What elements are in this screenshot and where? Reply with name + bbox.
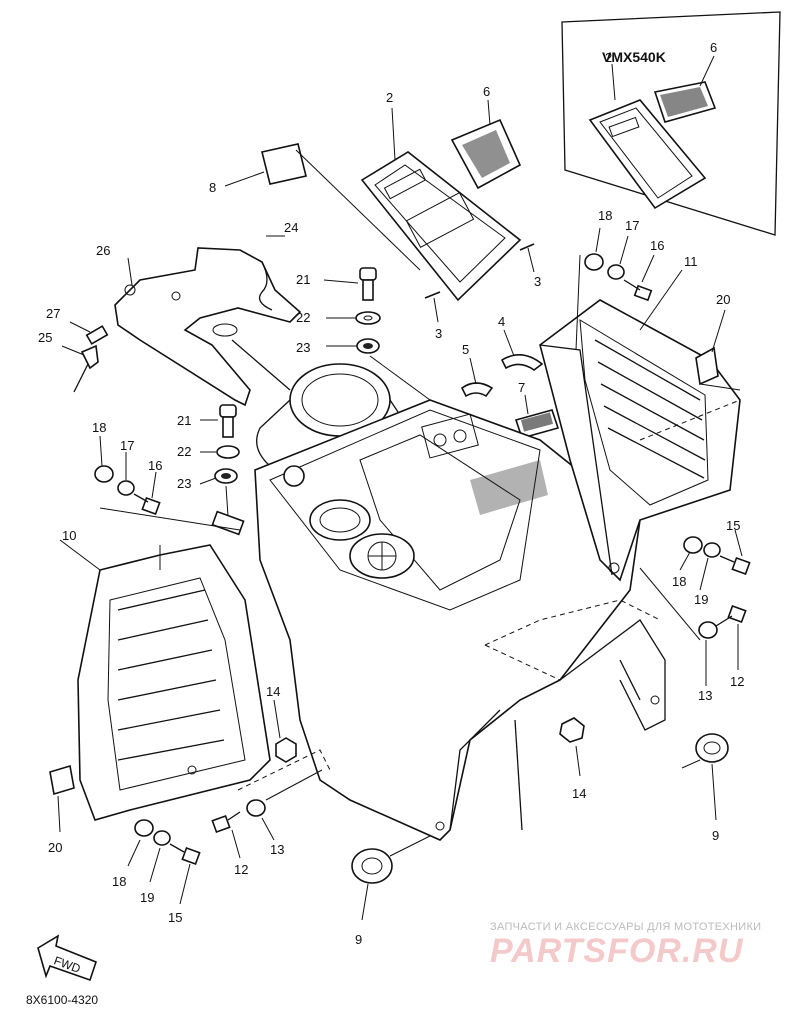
part-emblem-6: [450, 99, 522, 190]
callout-22: 22: [177, 444, 191, 459]
callout-16: 16: [650, 238, 664, 253]
callout-4: 4: [498, 314, 505, 329]
callout-7: 7: [518, 380, 525, 395]
drawing-code: 8X6100-4320: [26, 993, 98, 1007]
part-fasteners-right-lower: [679, 529, 751, 591]
callout-17: 17: [625, 218, 639, 233]
part-side-panel-10: [59, 507, 271, 821]
callout-18: 18: [672, 574, 686, 589]
part-grommet-9-right: [681, 733, 729, 821]
part-pins-3: [424, 243, 535, 323]
callout-23: 23: [296, 340, 310, 355]
callout-labels: 2 6 2 6 8 3 3 24 26 21 22 23 4 5 7 27 25…: [38, 40, 744, 947]
callout-15: 15: [726, 518, 740, 533]
callout-24: 24: [284, 220, 298, 235]
variant-inset: VMX540K: [561, 11, 781, 236]
callout-12: 12: [730, 674, 744, 689]
callout-5: 5: [462, 342, 469, 357]
vent-slats-right: [594, 339, 706, 479]
part-clip-4: [500, 329, 544, 371]
vent-slats-left: [117, 589, 225, 761]
callout-15: 15: [168, 910, 182, 925]
callout-18: 18: [92, 420, 106, 435]
callout-19: 19: [694, 592, 708, 607]
callout-2: 2: [386, 90, 393, 105]
part-console-body: [237, 363, 666, 841]
part-side-panel-11: [539, 254, 741, 641]
part-fasteners-right-12-13: [698, 604, 747, 686]
part-fasteners-left-upper: [94, 435, 161, 516]
callout-14: 14: [266, 684, 280, 699]
callout-21: 21: [296, 272, 310, 287]
callout-20: 20: [716, 292, 730, 307]
callout-16: 16: [148, 458, 162, 473]
callout-3: 3: [534, 274, 541, 289]
part-nut-14-right: [559, 717, 585, 777]
watermark-logo: PARTSFOR.RU: [490, 932, 744, 970]
part-screw-set-upper: [323, 267, 431, 401]
callout-19: 19: [140, 890, 154, 905]
callout-14: 14: [572, 786, 586, 801]
part-bolt-27: [69, 321, 109, 345]
callout-6: 6: [483, 84, 490, 99]
callout-12: 12: [234, 862, 248, 877]
callout-10: 10: [62, 528, 76, 543]
part-fastener-25: [61, 344, 99, 393]
callout-13: 13: [270, 842, 284, 857]
part-label-8: [224, 143, 421, 271]
fwd-arrow: FWD: [37, 934, 97, 982]
callout-22: 22: [296, 310, 310, 325]
callout-20: 20: [48, 840, 62, 855]
variant-label: VMX540K: [602, 49, 666, 65]
part-nut-14-left: [273, 699, 297, 763]
callout-25: 25: [38, 330, 52, 345]
callout-6: 6: [710, 40, 717, 55]
part-screw-set-lower: [199, 404, 245, 536]
callout-23: 23: [177, 476, 191, 491]
part-cover-2: [360, 107, 522, 302]
part-fasteners-right-upper: [584, 227, 655, 302]
part-clip-5: [460, 357, 494, 398]
part-bracket-24: [114, 235, 302, 407]
callout-27: 27: [46, 306, 60, 321]
part-bracket-20-right: [695, 309, 741, 391]
part-fasteners-left-lower: [127, 819, 201, 905]
callout-2: 2: [605, 50, 612, 65]
callout-17: 17: [120, 438, 134, 453]
callout-9: 9: [712, 828, 719, 843]
watermark-line1: ЗАПЧАСТИ И АКСЕССУАРЫ ДЛЯ МОТОТЕХНИКИ: [490, 921, 761, 933]
callout-9: 9: [355, 932, 362, 947]
callout-3: 3: [435, 326, 442, 341]
callout-26: 26: [96, 243, 110, 258]
callout-21: 21: [177, 413, 191, 428]
part-bracket-20-left: [49, 764, 75, 833]
callout-13: 13: [698, 688, 712, 703]
callout-18: 18: [112, 874, 126, 889]
callout-18: 18: [598, 208, 612, 223]
part-fasteners-center-12-13: [211, 769, 323, 859]
callout-11: 11: [684, 254, 698, 269]
part-grommet-9-bottom: [351, 835, 431, 921]
callout-8: 8: [209, 180, 216, 195]
